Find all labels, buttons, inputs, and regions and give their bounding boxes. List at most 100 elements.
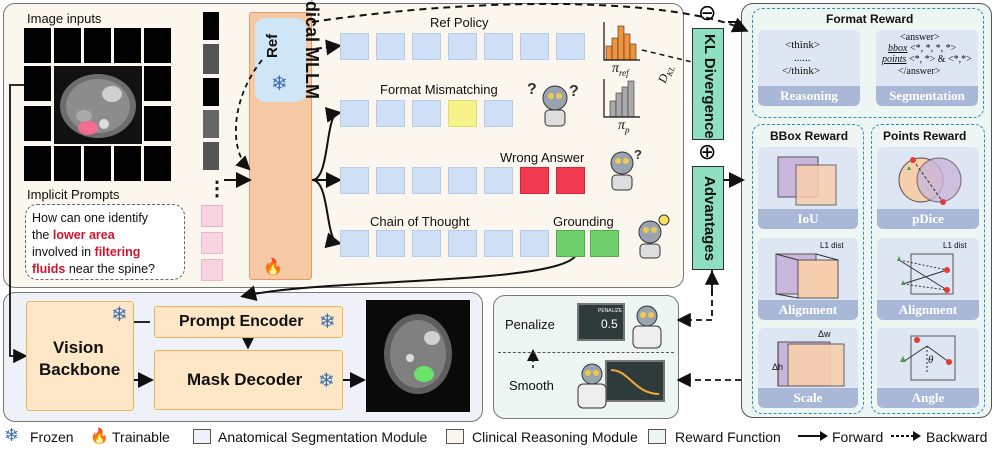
legend-frozen-icon: ❄	[4, 425, 20, 445]
ct-scan-image	[54, 66, 142, 144]
prompt-encoder-frozen-icon: ❄	[319, 311, 336, 333]
legend-trainable-icon: 🔥	[90, 428, 109, 445]
prompt-text-1: How can one identify	[32, 211, 149, 225]
format-mismatching-label: Format Mismatching	[380, 82, 498, 97]
legend-backward-label: Backward	[926, 429, 988, 445]
pdice-card: pDice	[877, 147, 979, 229]
segmentation-label: Segmentation	[876, 86, 978, 106]
legend-trainable-label: Trainable	[112, 429, 170, 445]
ref-model-block	[255, 18, 306, 102]
wrong-answer-robot-icon: ?	[610, 147, 642, 191]
penalize-smooth-divider	[498, 352, 674, 353]
legend-anatomical-swatch	[193, 429, 211, 444]
svg-text:?: ?	[634, 147, 642, 162]
iou-graphic	[777, 156, 837, 206]
points-reward-box	[871, 124, 985, 414]
image-inputs-label: Image inputs	[27, 11, 102, 26]
legend-anatomical-label: Anatomical Segmentation Module	[218, 429, 428, 445]
pi-ref-label: πref	[612, 61, 629, 78]
penalize-board-value: 0.5	[601, 317, 618, 331]
delta-h-label: Δh	[772, 362, 784, 372]
reasoning-line-2: ......	[794, 52, 811, 64]
prompt-highlight-fluids: fluids	[32, 262, 66, 276]
prompt-text-3: involved in	[32, 245, 95, 259]
grounding-robot-icon	[638, 214, 670, 259]
legend-forward-arrow	[798, 431, 828, 441]
penalize-label: Penalize	[505, 317, 555, 332]
prompt-tokens	[201, 205, 223, 281]
delta-w-label: Δw	[818, 329, 831, 339]
bbox-alignment-graphic	[775, 253, 839, 299]
points-alignment-card: L1 dist Alignment	[877, 238, 979, 320]
bbox-reward-title: BBox Reward	[770, 129, 849, 143]
points-l1-dist-label: L1 dist	[943, 241, 967, 250]
penalize-board-text: PENALIZE	[598, 308, 623, 314]
smooth-curve-board	[605, 360, 665, 402]
reasoning-line-1: <think>	[785, 39, 821, 51]
prompt-highlight-lower-area: lower area	[52, 228, 115, 242]
iou-label: IoU	[758, 209, 858, 229]
penalize-board: PENALIZE 0.5	[577, 303, 625, 341]
format-reward-title: Format Reward	[826, 12, 914, 26]
implicit-prompt-box: How can one identify the lower area invo…	[25, 204, 185, 280]
svg-text:?: ?	[569, 83, 579, 100]
legend-clinical-label: Clinical Reasoning Module	[472, 429, 638, 445]
penalize-robot-icon	[632, 305, 662, 349]
pdice-label: pDice	[877, 209, 979, 229]
prompt-encoder-block: Prompt Encoder ❄	[154, 306, 343, 338]
mask-decoder-frozen-icon: ❄	[318, 370, 335, 392]
angle-graphic	[900, 335, 956, 381]
bbox-alignment-card: L1 dist Alignment	[758, 238, 858, 320]
points-reward-title: Points Reward	[883, 129, 967, 143]
theta-label: θ	[928, 354, 934, 366]
wrong-answer-label: Wrong Answer	[500, 150, 585, 165]
legend-backward-arrow	[891, 431, 921, 441]
slice-stack	[203, 12, 223, 182]
seg-answer-close: </answer>	[898, 66, 941, 77]
angle-card: θ Angle	[877, 328, 979, 408]
smooth-robot-icon	[577, 363, 607, 409]
pdice-graphic	[898, 157, 962, 205]
bbox-alignment-label: Alignment	[758, 300, 858, 320]
advantages-block	[692, 166, 724, 270]
legend-forward-label: Forward	[832, 429, 884, 445]
vision-backbone-label-1: Vision	[53, 338, 104, 357]
pi-ref-histogram	[603, 22, 640, 61]
prompt-highlight-filtering: filtering	[94, 245, 141, 259]
mask-decoder-block: Mask Decoder ❄	[154, 350, 343, 410]
minus-symbol: ⊖	[698, 0, 717, 25]
format-reward-box	[752, 8, 984, 118]
legend-reward-label: Reward Function	[675, 429, 781, 445]
mask-decoder-label: Mask Decoder	[187, 370, 303, 389]
confused-robot-icon: ? ?	[527, 81, 579, 127]
angle-label: Angle	[877, 388, 979, 408]
plus-symbol: ⊕	[698, 139, 717, 164]
prompt-text-4: near the spine?	[65, 262, 155, 276]
scale-graphic	[777, 341, 845, 387]
iou-card: IoU	[758, 147, 858, 229]
prompt-text-2: the	[32, 228, 53, 242]
vision-backbone-block: Vision Backbone ❄	[26, 301, 134, 411]
reasoning-card: <think> ...... </think> Reasoning	[758, 30, 860, 106]
seg-points-line: points <*, *> & <*,*>	[882, 54, 972, 65]
legend-clinical-swatch	[446, 429, 464, 444]
kl-divergence-label: KL Divergence	[701, 34, 718, 139]
scale-label: Scale	[758, 388, 858, 408]
image-ellipsis: ⋮	[207, 178, 227, 200]
mllm-trainable-icon: 🔥	[263, 259, 283, 276]
vision-backbone-label-2: Backbone	[39, 360, 121, 379]
legend-frozen-label: Frozen	[30, 429, 74, 445]
chain-of-thought-label: Chain of Thought	[370, 214, 470, 229]
advantages-label: Advantages	[701, 176, 718, 262]
reasoning-line-3: </think>	[782, 65, 821, 77]
vision-backbone-frozen-icon: ❄	[111, 304, 128, 326]
pi-p-histogram	[603, 79, 640, 118]
image-grid	[24, 28, 184, 182]
output-mask-image	[366, 300, 470, 412]
implicit-prompts-label: Implicit Prompts	[27, 187, 120, 202]
legend: ❄ Frozen 🔥 Trainable Anatomical Segmenta…	[0, 424, 997, 450]
bbox-reward-box	[752, 124, 864, 414]
seg-bbox-line: bbox <*, *, *, *>	[888, 43, 957, 54]
pi-p-label: πp	[618, 118, 630, 135]
